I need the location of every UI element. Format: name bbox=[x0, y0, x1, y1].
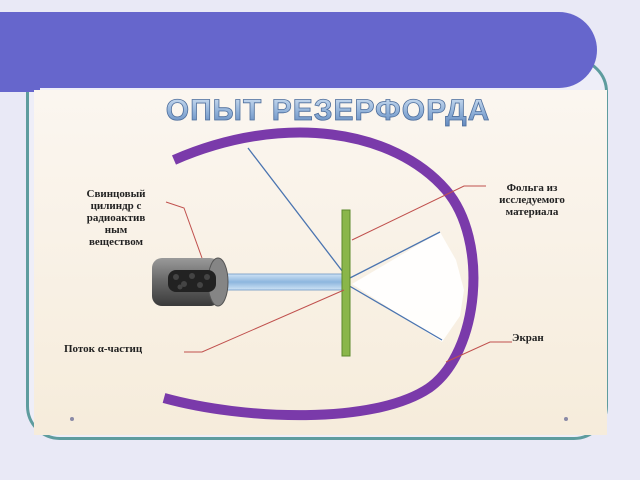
leader-screen bbox=[445, 341, 512, 363]
alpha-beam bbox=[219, 273, 347, 291]
leader-foil bbox=[351, 185, 486, 241]
label-lead-cylinder: Свинцовый цилиндр с радиоактив ным вещес… bbox=[86, 188, 146, 248]
title-bar bbox=[0, 12, 597, 88]
trajectory-upper bbox=[345, 231, 441, 281]
substance-texture bbox=[173, 273, 210, 290]
decor-dot-left bbox=[70, 417, 74, 421]
diagram-svg: ОПЫТ РЕЗЕРФОРДА bbox=[152, 94, 512, 421]
decor-dot-right bbox=[564, 417, 568, 421]
screen-arc bbox=[162, 127, 479, 421]
foil bbox=[341, 209, 351, 357]
trajectory-back bbox=[247, 147, 347, 277]
scattering-cone bbox=[352, 232, 464, 342]
label-screen: Экран bbox=[512, 332, 544, 344]
leader-cylinder bbox=[165, 201, 203, 259]
slide-title: ОПЫТ РЕЗЕРФОРДА bbox=[166, 94, 490, 127]
label-alpha-stream: Поток α-частиц bbox=[64, 343, 143, 355]
leader-lines bbox=[165, 185, 512, 363]
title-bar-underline bbox=[0, 87, 40, 92]
label-foil: Фольга из исследуемого материала bbox=[499, 182, 565, 218]
rutherford-diagram: ОПЫТ РЕЗЕРФОРДА Свинцовый цилиндр с ради bbox=[34, 90, 607, 435]
leader-stream bbox=[184, 289, 345, 353]
trajectory-lower bbox=[345, 283, 443, 341]
